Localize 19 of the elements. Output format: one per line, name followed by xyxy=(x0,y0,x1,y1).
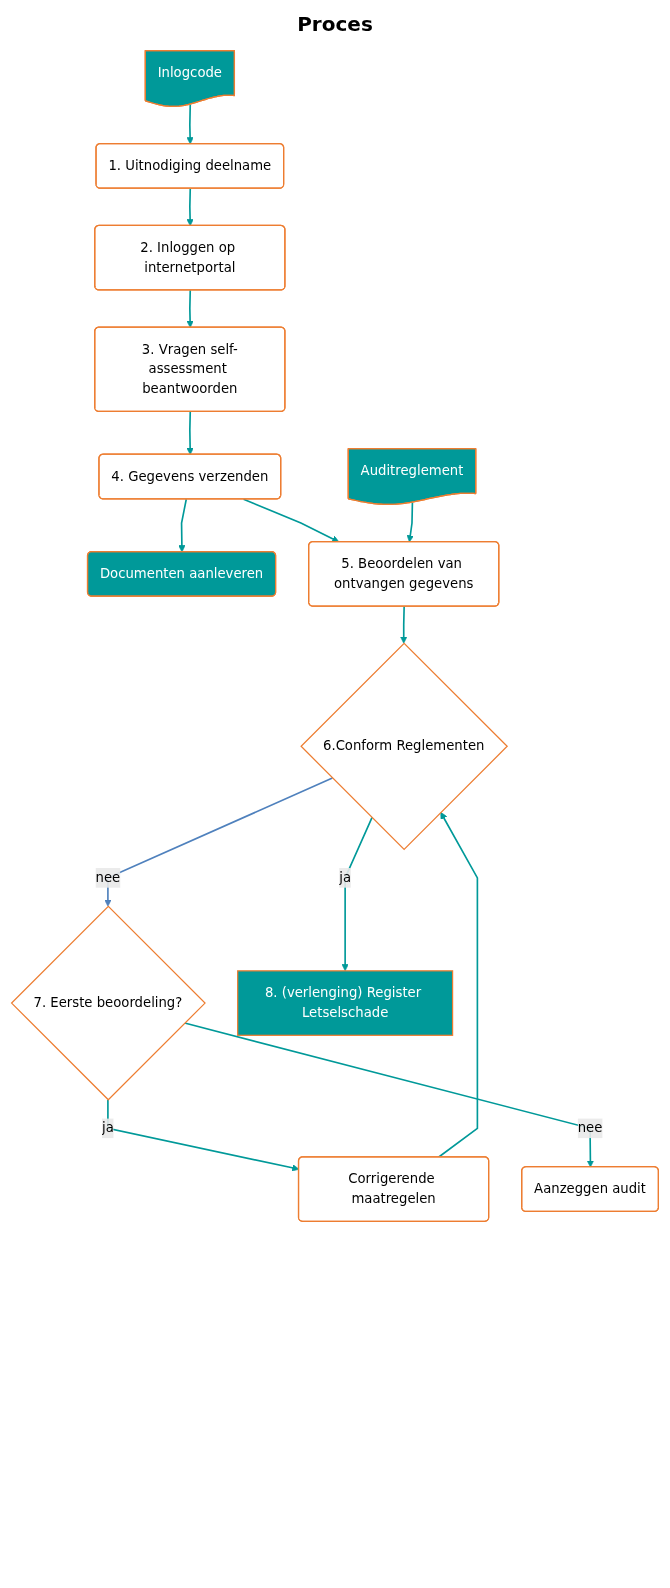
edge-label: ja xyxy=(339,869,352,886)
arrow xyxy=(186,411,194,455)
edge-label: nee xyxy=(95,869,121,886)
arrow xyxy=(406,501,414,543)
edge-label: ja xyxy=(102,1120,114,1136)
arrow xyxy=(400,605,408,644)
diagram-title: Proces xyxy=(297,12,373,36)
arrow xyxy=(186,187,194,227)
arrow xyxy=(341,816,373,972)
node-diamond: 6.Conform Reglementen xyxy=(300,642,509,851)
node-diamond: 7. Eerste beoordeling? xyxy=(10,905,206,1101)
arrow xyxy=(178,498,188,553)
arrow xyxy=(104,777,334,907)
arrow xyxy=(186,289,194,328)
edge-label: nee xyxy=(577,1120,603,1136)
arrow xyxy=(186,103,194,145)
arrow xyxy=(242,498,340,543)
node-box: 8. (verlenging) Register Letselschade xyxy=(237,970,454,1036)
arrow xyxy=(183,1022,595,1168)
